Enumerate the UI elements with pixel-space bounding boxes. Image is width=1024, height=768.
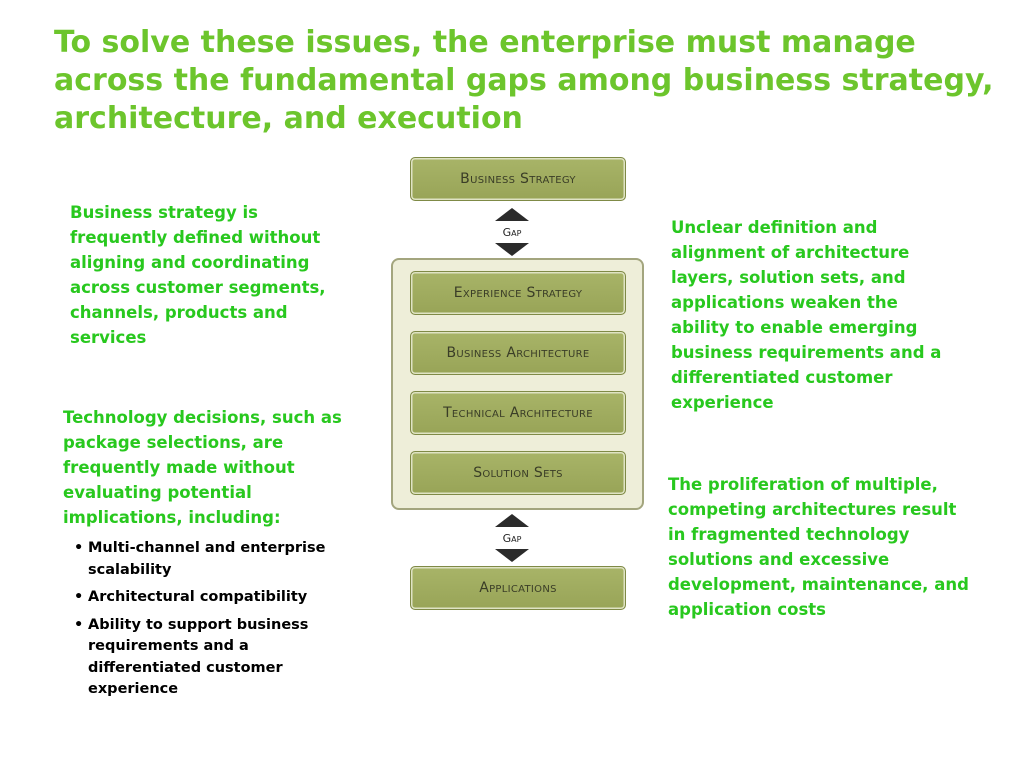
- experience-strategy-box: Experience Strategy: [410, 271, 626, 315]
- gap-label: Gap: [502, 531, 522, 545]
- business-architecture-box: Business Architecture: [410, 331, 626, 375]
- applications-box: Applications: [410, 566, 626, 610]
- implication-text: Architectural compatibility: [88, 589, 308, 605]
- unclear-definition-note: Unclear definition and alignment of arch…: [671, 218, 942, 412]
- business-strategy-note: Business strategy is frequently defined …: [70, 203, 326, 347]
- gap-indicator-top: Gap: [494, 208, 530, 258]
- proliferation-note: The proliferation of multiple, competing…: [668, 475, 969, 619]
- bullet-icon: •: [74, 540, 84, 556]
- solution-sets-box: Solution Sets: [410, 451, 626, 495]
- list-item: •Multi-channel and enterprise scalabilit…: [72, 538, 347, 581]
- arrow-up-icon: [495, 208, 529, 221]
- implications-list: •Multi-channel and enterprise scalabilit…: [72, 538, 347, 707]
- arrow-down-icon: [495, 549, 529, 562]
- gap-label: Gap: [502, 225, 522, 239]
- business-strategy-box: Business Strategy: [410, 157, 626, 201]
- list-item: •Architectural compatibility: [72, 587, 347, 609]
- technology-decisions-note: Technology decisions, such as package se…: [63, 408, 342, 527]
- implication-text: Multi-channel and enterprise scalability: [88, 540, 326, 578]
- gap-indicator-bottom: Gap: [494, 514, 530, 564]
- bullet-icon: •: [74, 616, 84, 633]
- implication-text: Ability to support business requirements…: [88, 616, 309, 698]
- bullet-icon: •: [74, 589, 84, 605]
- technical-architecture-box: Technical Architecture: [410, 391, 626, 435]
- list-item: •Ability to support business requirement…: [72, 615, 347, 701]
- arrow-up-icon: [495, 514, 529, 527]
- page-title: To solve these issues, the enterprise mu…: [54, 25, 994, 136]
- arrow-down-icon: [495, 243, 529, 256]
